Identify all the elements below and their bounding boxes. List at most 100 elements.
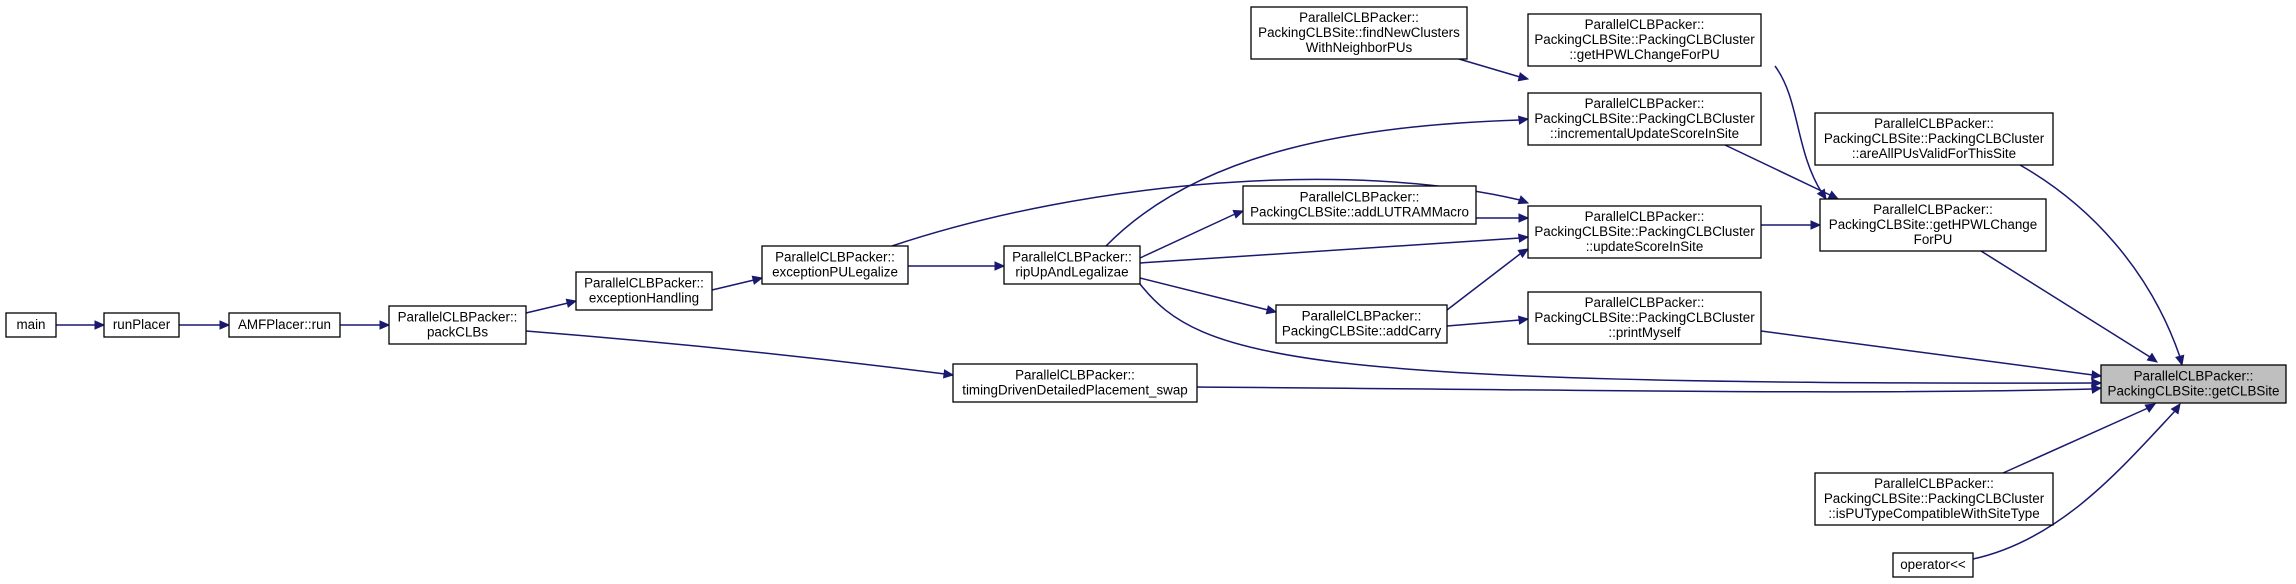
node-label-line: AMFPlacer::run — [238, 317, 331, 332]
edge-line — [1760, 330, 2094, 376]
node-label-line: PackingCLBSite::getCLBSite — [2108, 384, 2280, 399]
node-label-line: PackingCLBSite::PackingCLBCluster — [1534, 111, 1755, 126]
edge-line — [525, 330, 946, 375]
node-exception-p-u-legalize[interactable]: ParallelCLBPacker::exceptionPULegalize — [761, 245, 909, 285]
edge-line — [1196, 386, 2094, 393]
node-box — [1892, 552, 1974, 578]
node-print-myself[interactable]: ParallelCLBPacker::PackingCLBSite::Packi… — [1527, 291, 1762, 345]
node-box — [5, 312, 57, 338]
node-update-score-in-site[interactable]: ParallelCLBPacker::PackingCLBSite::Packi… — [1527, 205, 1762, 259]
node-label-line: runPlacer — [113, 317, 171, 332]
node-get-c-l-b-site[interactable]: ParallelCLBPacker::PackingCLBSite::getCL… — [2100, 364, 2287, 404]
edge-line — [2019, 164, 2181, 358]
call-edge — [711, 275, 764, 291]
node-find-new-clusters[interactable]: ParallelCLBPacker::PackingCLBSite::findN… — [1250, 6, 1468, 60]
arrowhead — [2170, 402, 2181, 415]
node-incremental-update-score-in-site[interactable]: ParallelCLBPacker::PackingCLBSite::Packi… — [1527, 92, 1762, 146]
node-label-line: PackingCLBSite::PackingCLBCluster — [1534, 32, 1755, 47]
node-main[interactable]: main — [5, 312, 57, 338]
arrowhead — [994, 261, 1006, 271]
node-box — [575, 271, 713, 311]
call-edge — [1980, 250, 2159, 363]
arrowhead — [565, 298, 578, 308]
node-rip-up-and-legalizae[interactable]: ParallelCLBPacker::ripUpAndLegalizae — [1003, 245, 1141, 285]
call-edge — [1972, 402, 2181, 560]
arrowhead — [2146, 352, 2159, 363]
edge-line — [1458, 58, 1521, 78]
node-exception-handling[interactable]: ParallelCLBPacker::exceptionHandling — [575, 271, 713, 311]
node-get-h-p-w-l-change-for-p-u-cluster[interactable]: ParallelCLBPacker::PackingCLBSite::Packi… — [1527, 13, 1762, 67]
node-label-line: ForPU — [1914, 232, 1953, 247]
node-label-line: ParallelCLBPacker:: — [1874, 476, 1994, 491]
arrowhead — [1517, 315, 1530, 325]
arrowhead — [1517, 248, 1530, 259]
call-edge — [2019, 164, 2185, 367]
node-box — [228, 312, 341, 338]
node-are-all-p-us-valid[interactable]: ParallelCLBPacker::PackingCLBSite::Packi… — [1814, 112, 2054, 166]
node-box — [1819, 198, 2047, 252]
node-label-line: ParallelCLBPacker:: — [1874, 116, 1994, 131]
node-label-line: ::incrementalUpdateScoreInSite — [1550, 126, 1739, 141]
node-label-line: timingDrivenDetailedPlacement_swap — [962, 383, 1188, 398]
node-box — [388, 305, 527, 345]
node-label-line: ::printMyself — [1608, 325, 1680, 340]
node-box — [1527, 291, 1762, 345]
node-label-line: PackingCLBSite::addCarry — [1282, 324, 1442, 339]
node-timing-swap[interactable]: ParallelCLBPacker::timingDrivenDetailedP… — [952, 363, 1198, 403]
call-edge — [1139, 209, 1245, 259]
node-run-placer[interactable]: runPlacer — [103, 312, 180, 338]
edge-line — [1774, 65, 1823, 194]
node-amf-run[interactable]: AMFPlacer::run — [228, 312, 341, 338]
edge-line — [2002, 407, 2149, 474]
node-label-line: PackingCLBSite::addLUTRAMMacro — [1250, 205, 1469, 220]
call-edge — [1139, 283, 2103, 388]
edge-line — [711, 279, 755, 291]
arrowhead — [219, 320, 231, 330]
node-label-line: PackingCLBSite::findNewClusters — [1258, 25, 1460, 40]
node-get-h-p-w-l-change-for-p-u-site[interactable]: ParallelCLBPacker::PackingCLBSite::getHP… — [1819, 198, 2047, 252]
node-label-line: ::areAllPUsValidForThisSite — [1852, 146, 2016, 161]
call-edge — [1761, 220, 1822, 230]
node-box — [1814, 112, 2054, 166]
node-add-l-u-t-r-a-m-macro[interactable]: ParallelCLBPacker::PackingCLBSite::addLU… — [1242, 185, 1477, 225]
call-edge — [1774, 65, 1827, 201]
node-label-line: ParallelCLBPacker:: — [1873, 202, 1993, 217]
edge-line — [1139, 213, 1236, 259]
node-box — [1814, 472, 2054, 526]
edge-line — [1446, 253, 1521, 311]
arrowhead — [2144, 403, 2157, 413]
node-label-line: PackingCLBSite::PackingCLBCluster — [1534, 310, 1755, 325]
node-operator-shift[interactable]: operator<< — [1892, 552, 1974, 578]
node-box — [1275, 304, 1448, 344]
node-label-line: ParallelCLBPacker:: — [584, 276, 704, 291]
node-label-line: PackingCLBSite::PackingCLBCluster — [1824, 131, 2045, 146]
node-add-carry[interactable]: ParallelCLBPacker::PackingCLBSite::addCa… — [1275, 304, 1448, 344]
node-label-line: main — [16, 317, 45, 332]
arrowhead — [1265, 305, 1278, 315]
node-label-line: operator<< — [1900, 557, 1966, 572]
node-label-line: ::isPUTypeCompatibleWithSiteType — [1828, 506, 2039, 521]
node-label-line: PackingCLBSite::PackingCLBCluster — [1824, 491, 2045, 506]
node-label-line: ParallelCLBPacker:: — [1015, 368, 1135, 383]
edge-line — [1139, 277, 1269, 311]
node-is-p-u-type-compatible[interactable]: ParallelCLBPacker::PackingCLBSite::Packi… — [1814, 472, 2054, 526]
arrowhead — [942, 369, 955, 379]
arrowhead — [1232, 209, 1245, 219]
call-edge — [1139, 233, 1530, 264]
arrowhead — [1517, 72, 1530, 82]
edge-line — [525, 302, 569, 314]
edge-line — [1105, 119, 1521, 247]
call-edge — [1458, 58, 1530, 82]
call-edge — [1105, 115, 1530, 247]
node-label-line: ParallelCLBPacker:: — [1585, 17, 1705, 32]
node-pack-c-l-bs[interactable]: ParallelCLBPacker::packCLBs — [388, 305, 527, 345]
arrowhead — [2090, 384, 2103, 394]
arrowhead — [2091, 378, 2103, 388]
node-label-line: WithNeighborPUs — [1306, 40, 1413, 55]
node-box — [1527, 205, 1762, 259]
call-edge — [179, 320, 231, 330]
edge-line — [1724, 144, 1831, 196]
node-label-line: ParallelCLBPacker:: — [398, 310, 518, 325]
node-label-line: ParallelCLBPacker:: — [1299, 10, 1419, 25]
